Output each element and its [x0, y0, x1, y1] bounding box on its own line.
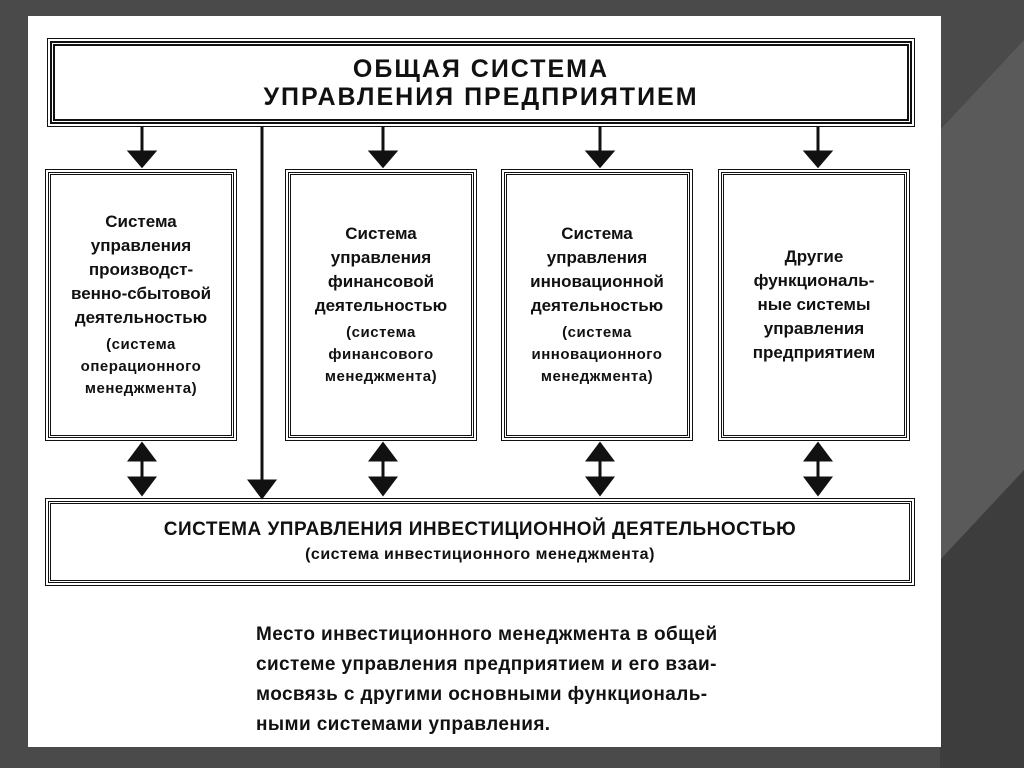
- financial-system-box: Система управления финансовой деятельнос…: [285, 169, 477, 441]
- production-sales-system-box: Система управления производст- венно-сбы…: [45, 169, 237, 441]
- other-systems-box: Другие функциональ- ные системы управлен…: [718, 169, 910, 441]
- box-1-title: Система управления производст- венно-сбы…: [71, 210, 211, 330]
- box-2-title: Система управления финансовой деятельнос…: [315, 222, 447, 318]
- box-1-title-line: деятельностью: [74, 308, 208, 327]
- diagram-caption: Место инвестиционного менеджмента в обще…: [256, 620, 928, 740]
- box-4-title-line: предприятием: [752, 343, 876, 362]
- caption-line: системе управления предприятием и его вз…: [256, 654, 717, 675]
- box-3-title-line: инновационной: [530, 272, 664, 291]
- box-4-title-line: Другие: [784, 247, 844, 266]
- box-3-title-line: управления: [546, 248, 648, 267]
- box-3-subtitle-line: менеджмента): [540, 368, 654, 385]
- box-1-subtitle-line: операционного: [80, 358, 202, 375]
- box-2-subtitle-line: финансового: [328, 346, 434, 363]
- caption-line: ными системами управления.: [256, 714, 551, 735]
- investment-management-system-box: СИСТЕМА УПРАВЛЕНИЯ ИНВЕСТИЦИОННОЙ ДЕЯТЕЛ…: [45, 498, 915, 586]
- top-box-title-line1: ОБЩАЯ СИСТЕМА: [352, 54, 610, 83]
- box-2-subtitle: (система финансового менеджмента): [325, 322, 437, 388]
- box-4-title-line: функциональ-: [753, 271, 875, 290]
- box-2-title-line: Система: [345, 224, 417, 243]
- box-1-subtitle-line: (система: [106, 336, 176, 353]
- box-1-title-line: управления: [90, 236, 192, 255]
- box-2-title-line: финансовой: [327, 272, 435, 291]
- box-2-title-line: деятельностью: [314, 296, 448, 315]
- top-box-title-line2: УПРАВЛЕНИЯ ПРЕДПРИЯТИЕМ: [263, 82, 699, 111]
- box-1-subtitle: (система операционного менеджмента): [81, 334, 202, 400]
- box-3-subtitle-line: инновационного: [531, 346, 663, 363]
- box-4-title-line: управления: [763, 319, 865, 338]
- box-4-title-line: ные системы: [757, 295, 871, 314]
- box-1-title-line: Система: [105, 212, 177, 231]
- box-1-title-line: производст-: [88, 260, 194, 279]
- box-2-title-line: управления: [330, 248, 432, 267]
- box-2-subtitle-line: (система: [346, 324, 416, 341]
- box-2-subtitle-line: менеджмента): [324, 368, 438, 385]
- box-3-title-line: деятельностью: [530, 296, 664, 315]
- slide: ОБЩАЯ СИСТЕМА УПРАВЛЕНИЯ ПРЕДПРИЯТИЕМ Си…: [28, 16, 941, 747]
- bottom-box-subtitle: (система инвестиционного менеджмента): [305, 546, 655, 563]
- box-3-subtitle: (система инновационного менеджмента): [532, 322, 663, 388]
- box-3-subtitle-line: (система: [562, 324, 632, 341]
- box-3-title: Система управления инновационной деятель…: [530, 222, 664, 318]
- bottom-box-title: СИСТЕМА УПРАВЛЕНИЯ ИНВЕСТИЦИОННОЙ ДЕЯТЕЛ…: [163, 519, 797, 540]
- box-1-title-line: венно-сбытовой: [70, 284, 212, 303]
- innovation-system-box: Система управления инновационной деятель…: [501, 169, 693, 441]
- general-management-system-box: ОБЩАЯ СИСТЕМА УПРАВЛЕНИЯ ПРЕДПРИЯТИЕМ: [47, 38, 915, 127]
- box-4-title: Другие функциональ- ные системы управлен…: [753, 245, 876, 365]
- box-3-title-line: Система: [561, 224, 633, 243]
- box-1-subtitle-line: менеджмента): [84, 380, 198, 397]
- caption-line: мосвязь с другими основными функциональ-: [256, 684, 708, 705]
- caption-line: Место инвестиционного менеджмента в обще…: [256, 624, 718, 645]
